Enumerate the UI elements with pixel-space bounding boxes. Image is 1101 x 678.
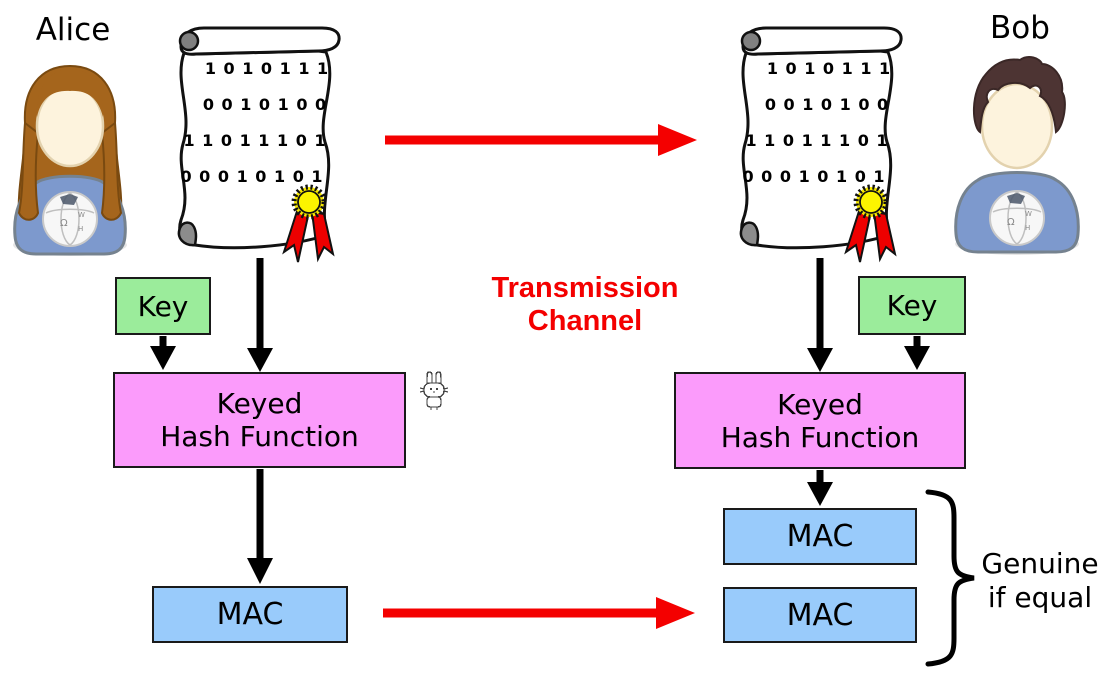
man-user-avatar-icon: Ω W H bbox=[954, 56, 1080, 255]
scroll-with-seal-icon bbox=[739, 26, 903, 263]
svg-text:W: W bbox=[1025, 210, 1032, 218]
receiver-name-label: Bob bbox=[990, 10, 1050, 46]
binary-line: 0 0 1 0 1 0 0 bbox=[202, 95, 328, 114]
sender-key-box: Key bbox=[115, 277, 211, 335]
seal-ribbon-icon bbox=[282, 184, 335, 263]
arrow-receiver-key-to-hash bbox=[904, 336, 930, 370]
svg-text:H: H bbox=[1025, 224, 1030, 232]
sender-document: 1 0 1 0 1 1 1 0 0 1 0 1 0 0 1 1 0 1 1 1 … bbox=[148, 20, 348, 263]
seal-ribbon-icon bbox=[844, 184, 897, 263]
transmission-channel-label: Transmission Channel bbox=[491, 272, 679, 337]
sender-hash-function-box: Keyed Hash Function bbox=[113, 372, 406, 468]
svg-text:W: W bbox=[78, 211, 85, 219]
receiver-hash-function-box: Keyed Hash Function bbox=[674, 372, 966, 469]
binary-line: 0 0 0 1 0 1 0 1 bbox=[742, 167, 886, 186]
binary-line: 1 0 1 0 1 1 1 bbox=[204, 59, 330, 78]
svg-text:Ω: Ω bbox=[1007, 217, 1015, 228]
alice-avatar: Ω W H bbox=[8, 53, 132, 258]
woman-user-avatar-icon: Ω W H bbox=[13, 64, 127, 256]
scroll-with-seal-icon bbox=[177, 26, 341, 263]
arrow-receiver-doc-to-hash bbox=[807, 258, 833, 372]
sender-mac-box: MAC bbox=[152, 586, 348, 643]
arrow-channel-mac bbox=[383, 597, 695, 629]
receiver-mac-computed-box: MAC bbox=[723, 508, 917, 565]
binary-line: 1 1 0 1 1 1 0 1 bbox=[745, 131, 889, 150]
bob-avatar: Ω W H bbox=[948, 48, 1086, 256]
receiver-mac-received-box: MAC bbox=[723, 587, 917, 643]
binary-line: 0 0 0 1 0 1 0 1 bbox=[180, 167, 324, 186]
arrow-sender-hash-to-mac bbox=[247, 469, 273, 584]
sender-name-label: Alice bbox=[35, 12, 111, 48]
pixel-cat-sprite-icon bbox=[419, 370, 449, 411]
arrow-sender-key-to-hash bbox=[150, 336, 176, 370]
svg-text:Ω: Ω bbox=[60, 218, 68, 229]
arrow-sender-doc-to-hash bbox=[247, 258, 273, 372]
binary-line: 1 1 0 1 1 1 0 1 bbox=[183, 131, 327, 150]
binary-line: 1 0 1 0 1 1 1 bbox=[766, 59, 892, 78]
comparison-brace bbox=[925, 489, 975, 667]
receiver-document: 1 0 1 0 1 1 1 0 0 1 0 1 0 0 1 1 0 1 1 1 … bbox=[710, 20, 910, 263]
arrow-channel-document bbox=[385, 124, 697, 156]
binary-line: 0 0 1 0 1 0 0 bbox=[764, 95, 890, 114]
arrow-receiver-hash-to-mac bbox=[807, 470, 833, 506]
receiver-key-box: Key bbox=[858, 276, 966, 335]
verdict-label: Genuine if equal bbox=[981, 547, 1099, 614]
svg-text:H: H bbox=[78, 225, 83, 233]
